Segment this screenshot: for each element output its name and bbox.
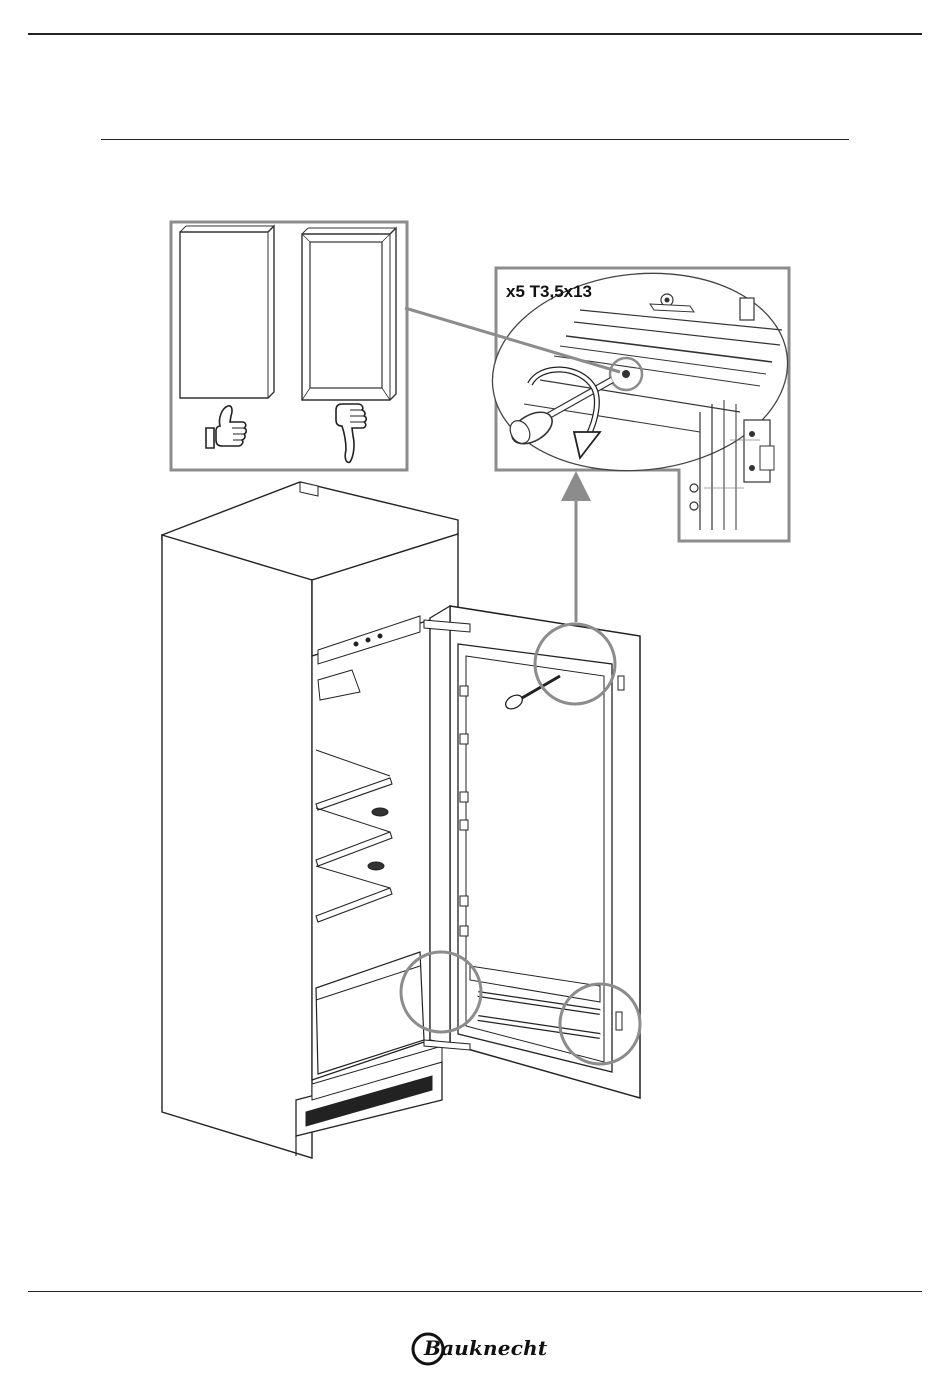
- screw-spec-label: x5 T3,5x13: [506, 282, 592, 302]
- framed-panel-illustration: [302, 228, 396, 400]
- flat-panel-illustration: [180, 226, 274, 398]
- brand-name: Bauknecht: [424, 1336, 547, 1360]
- open-door-illustration: [424, 606, 640, 1098]
- brand-logo: Bauknecht: [410, 1331, 542, 1365]
- refrigerator-illustration: [162, 482, 458, 1158]
- panel-comparison-box: [171, 222, 407, 470]
